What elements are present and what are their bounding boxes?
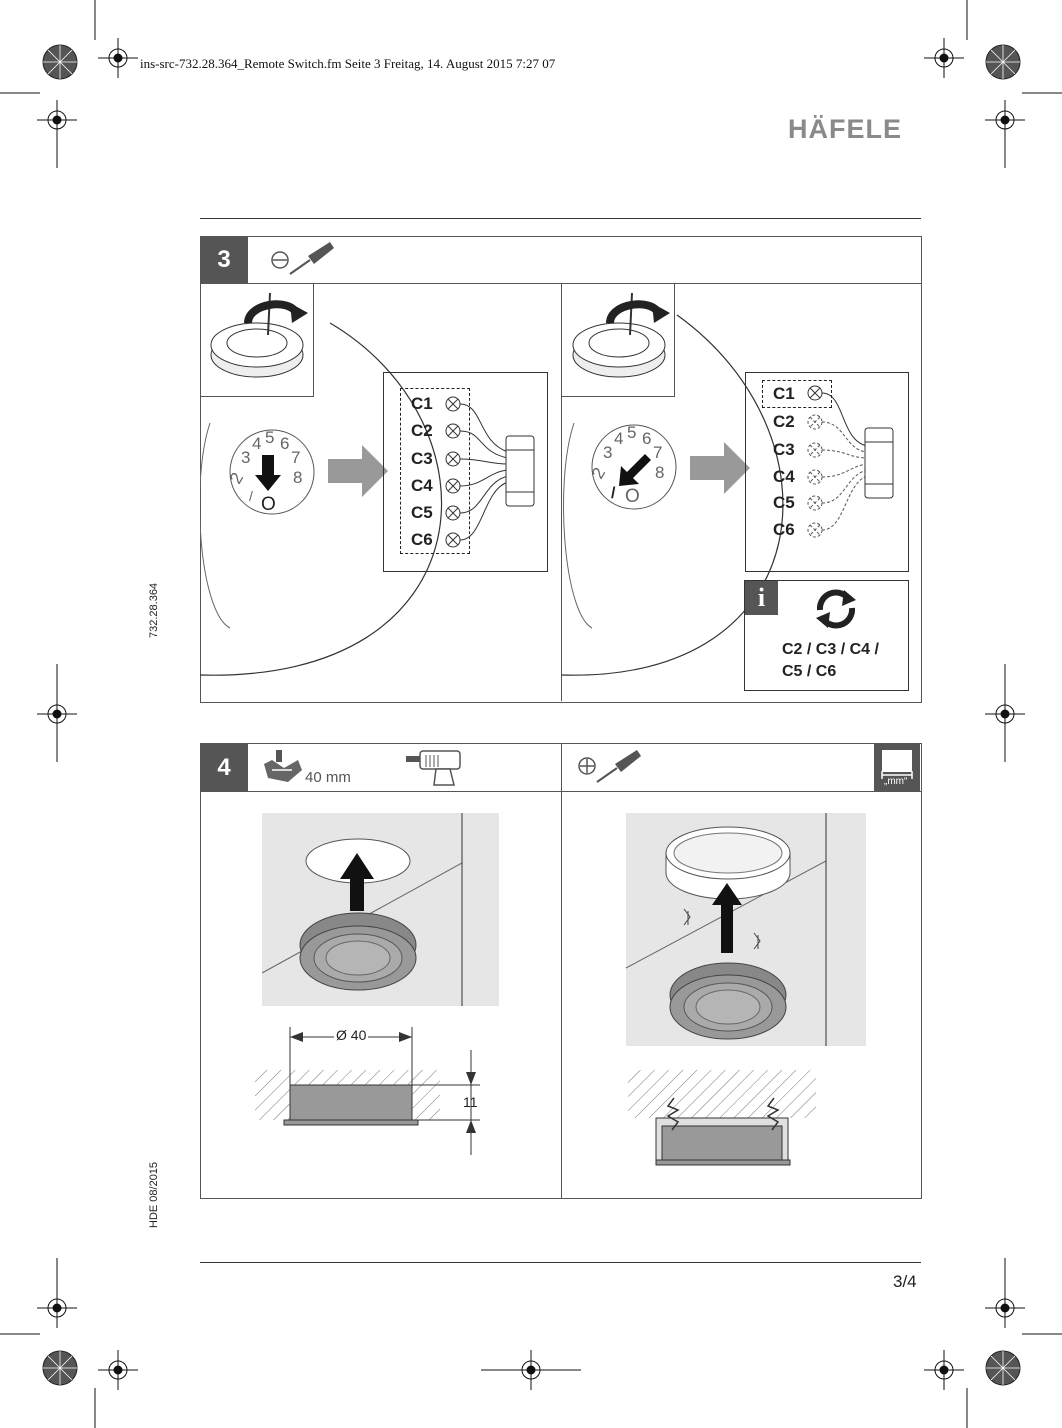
step3-right-c3: C3	[773, 440, 795, 459]
svg-text:8: 8	[293, 468, 302, 487]
step4-header-divider	[200, 791, 921, 792]
step4-left-cross-section	[255, 1027, 480, 1155]
step3-left-c5: C5	[411, 503, 433, 522]
step3-right-device-frame	[562, 283, 675, 397]
svg-text:7: 7	[653, 443, 662, 462]
svg-text:6: 6	[280, 434, 289, 453]
svg-text:7: 7	[291, 448, 300, 467]
svg-text:/: /	[249, 488, 253, 504]
bottom-divider	[200, 1262, 921, 1263]
print-file-header: ins-src-732.28.364_Remote Switch.fm Seit…	[140, 56, 556, 71]
svg-text:O: O	[261, 494, 276, 515]
step4-header-left-divider	[247, 744, 248, 791]
step3-right-c4: C4	[773, 467, 795, 486]
step3-number: 3	[201, 237, 247, 283]
step4-left-install-image	[262, 813, 499, 1006]
svg-text:/: /	[611, 485, 616, 502]
svg-text:6: 6	[642, 429, 651, 448]
step3-right-c1: C1	[773, 384, 795, 403]
edition-label: HDE 08/2015	[148, 1161, 160, 1228]
depth-label: 11	[463, 1094, 478, 1110]
svg-text:O: O	[625, 486, 640, 507]
step3-left-c4: C4	[411, 476, 433, 495]
slotted-screwdriver-icon	[271, 242, 334, 275]
step3-mid-divider	[561, 283, 562, 701]
svg-text:8: 8	[655, 463, 664, 482]
svg-text:4: 4	[614, 429, 623, 448]
page-number: 3/4	[893, 1272, 917, 1291]
step3-left-device-frame	[200, 283, 314, 397]
info-icon: i	[745, 581, 778, 615]
step3-info-line1: C2 / C3 / C4 /	[782, 641, 879, 658]
step4-number: 4	[201, 744, 247, 791]
tape-measure-icon	[881, 750, 913, 779]
step3-info-box	[744, 580, 909, 691]
step3-left-wiring	[445, 396, 535, 548]
svg-text:4: 4	[252, 434, 261, 453]
step3-left-c2: C2	[411, 421, 433, 440]
brand-logo-text: HÄFELE	[788, 114, 902, 144]
svg-text:5: 5	[627, 423, 636, 442]
refresh-icon	[816, 589, 856, 629]
drill-size-label: 40 mm	[305, 769, 351, 786]
svg-text:5: 5	[265, 428, 274, 447]
mm-label: „mm“	[884, 776, 908, 787]
step3-right-dial: 2 3 4 5 6 7 8 / O	[588, 423, 677, 510]
step3-left-c3: C3	[411, 449, 433, 468]
svg-text:3: 3	[241, 448, 250, 467]
step3-right-c6: C6	[773, 520, 795, 539]
hole-saw-icon	[264, 750, 302, 782]
step4-right-cross-section	[628, 1070, 816, 1166]
diameter-label: Ø 40	[334, 1027, 369, 1043]
step3-right-channel-box	[745, 372, 909, 572]
step3-right-arc	[562, 314, 784, 676]
top-divider	[200, 218, 921, 219]
step3-right-wiring	[807, 385, 894, 538]
article-number-label: 732.28.364	[148, 582, 160, 638]
step3-right-c2: C2	[773, 412, 795, 431]
step4-mid-divider	[561, 743, 562, 1198]
step3-header-divider	[200, 283, 921, 284]
step3-left-channel-box	[383, 372, 548, 572]
step3-left-device-image	[210, 292, 308, 378]
step3-left-arrow-icon	[328, 445, 388, 497]
step3-left-channel-highlight	[400, 388, 470, 554]
step3-left-c6: C6	[411, 530, 433, 549]
step3-right-arrow-icon	[690, 442, 750, 494]
step3-left-arc	[200, 322, 443, 676]
step3-header-left-divider	[247, 237, 248, 283]
step3-right-c5: C5	[773, 493, 795, 512]
step3-left-c1: C1	[411, 394, 433, 413]
phillips-screwdriver-icon	[578, 750, 641, 783]
svg-text:3: 3	[603, 443, 612, 462]
step3-left-dial: 2 3 4 5 6 7 8 / O	[226, 428, 315, 515]
step3-info-line2: C5 / C6	[782, 663, 837, 680]
step3-right-channel-highlight	[762, 380, 832, 408]
power-drill-icon	[406, 750, 461, 786]
step3-right-device-image	[572, 292, 670, 378]
step4-right-install-image	[626, 813, 866, 1046]
